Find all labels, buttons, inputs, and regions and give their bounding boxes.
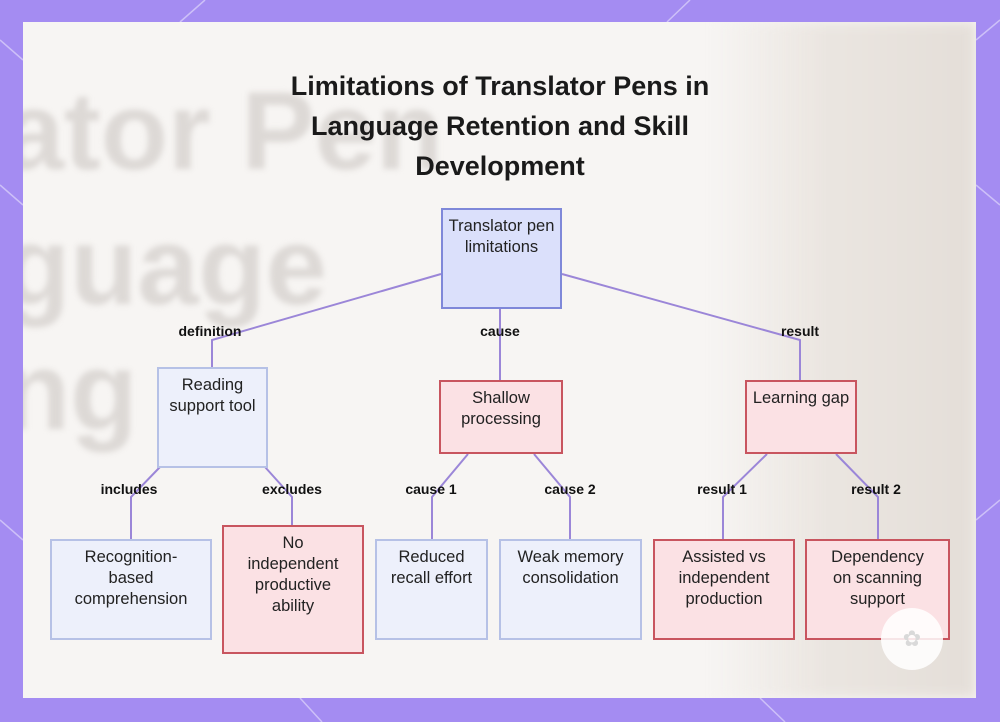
edge-root-reading (211, 273, 442, 367)
node-label: Learning gap (752, 389, 850, 407)
node-translator-pen-limitations: Translator pen limitations (441, 208, 562, 309)
edge-label-excludes: excludes (262, 481, 322, 497)
edge-label-cause-1: cause 1 (405, 481, 457, 497)
node-label: No independent productive ability (247, 534, 339, 615)
edge-label-definition: definition (178, 323, 242, 339)
edge-learning-dependency (835, 453, 879, 539)
background-text-line-2: guage (23, 205, 327, 328)
node-label: Reduced recall effort (390, 548, 473, 587)
edge-reading-recognition (130, 466, 161, 539)
node-label: Recognition-based comprehension (74, 548, 188, 608)
node-shallow-processing: Shallow processing (439, 380, 563, 454)
node-no-independent-productive-ability: No independent productive ability (222, 525, 364, 654)
node-learning-gap: Learning gap (745, 380, 857, 454)
edge-root-learning (561, 273, 801, 380)
node-weak-memory-consolidation: Weak memory consolidation (499, 539, 642, 640)
node-label: Assisted vs independent production (678, 548, 770, 608)
edge-shallow-reduced (431, 453, 469, 539)
edge-label-includes: includes (100, 481, 158, 497)
node-recognition-based-comprehension: Recognition-based comprehension (50, 539, 212, 640)
edge-learning-assisted (722, 453, 768, 539)
node-assisted-vs-independent-production: Assisted vs independent production (653, 539, 795, 640)
edge-label-result: result (780, 323, 820, 339)
background-text-line-3: ng (23, 330, 138, 453)
background-text-line-1: ator Pen (23, 70, 444, 193)
edge-shallow-weak (533, 453, 571, 539)
edge-label-cause-2: cause 2 (544, 481, 596, 497)
edge-label-result-2: result 2 (851, 481, 901, 497)
diagram-title: Limitations of Translator Pens in Langua… (290, 71, 710, 181)
edge-reading-noindep (264, 466, 293, 525)
node-reduced-recall-effort: Reduced recall effort (375, 539, 488, 640)
node-label: Shallow processing (461, 389, 541, 428)
node-label: Weak memory consolidation (517, 548, 624, 587)
edge-label-result-1: result 1 (697, 481, 747, 497)
node-label: Reading support tool (169, 376, 256, 415)
node-label: Dependency on scanning support (831, 548, 924, 608)
node-reading-support-tool: Reading support tool (157, 367, 268, 468)
brand-logo-icon: ✿ (881, 608, 943, 670)
node-label: Translator pen limitations (448, 217, 555, 256)
edge-label-cause: cause (480, 323, 520, 339)
